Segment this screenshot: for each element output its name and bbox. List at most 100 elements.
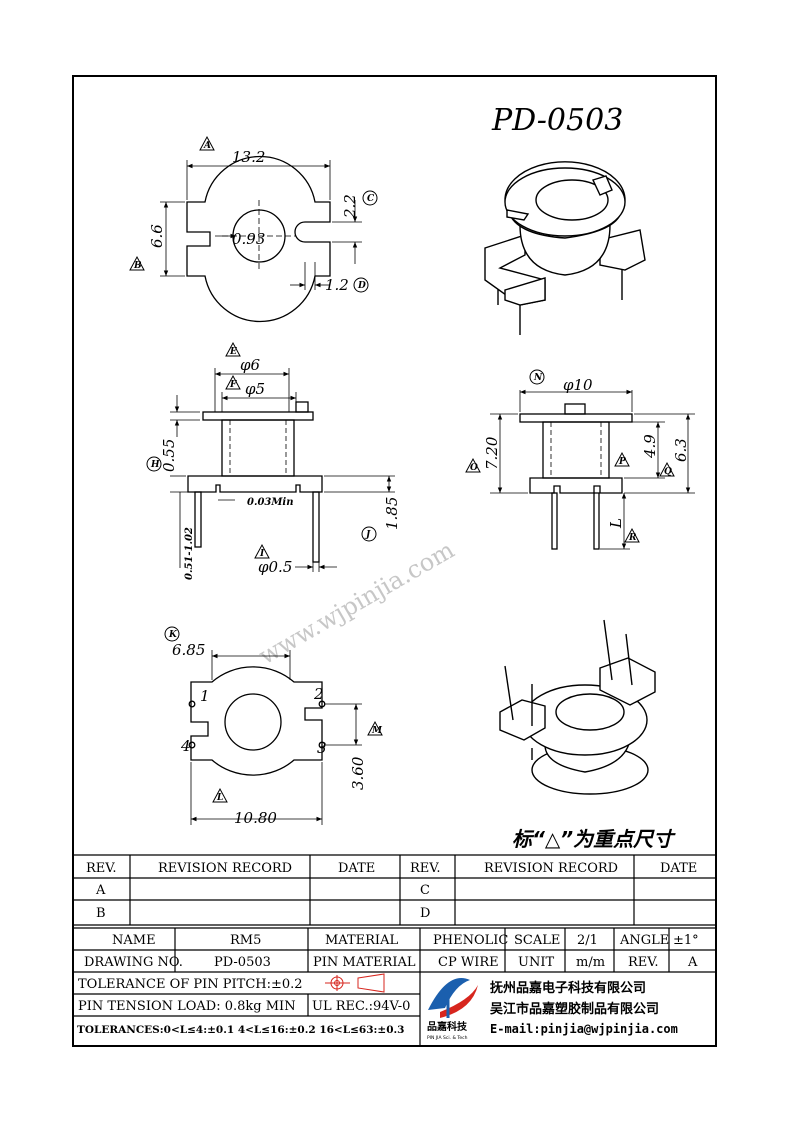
dim-top-slot: 2.2 [341,194,359,219]
sheet-border [72,75,717,1047]
dim-bottom-width: 10.80 [234,809,277,827]
marker-k: K [164,626,180,642]
rev-row-a: A [95,883,106,898]
marker-p: P [614,451,630,467]
logo-name: 品嘉科技 [427,1020,468,1033]
svg-text:K: K [168,630,178,640]
marker-j: J [361,526,377,542]
rev-row-d: D [420,906,430,921]
title-block [73,927,716,1046]
iso-view-top [484,161,646,335]
svg-text:M: M [371,726,383,736]
rev-value: A [687,955,698,970]
svg-text:O: O [470,463,478,473]
side-view [170,368,395,572]
angle-label: ANGLE [619,933,669,948]
svg-text:C: C [367,194,375,204]
company-logo [428,978,478,1018]
marker-c: C [362,190,378,206]
top-view [160,155,362,323]
marker-d: D [353,277,369,293]
svg-text:F: F [229,380,237,390]
unit-label: UNIT [518,955,554,970]
unit-value: m/m [576,955,605,970]
dim-front-pin-l: L [607,518,625,529]
drawing-no-value: PD-0503 [214,955,271,970]
marker-n: N [529,369,545,385]
name-label: NAME [112,933,156,948]
marker-o: O [465,457,481,473]
rev-header-4: REV. [410,861,441,876]
svg-text:Q: Q [664,467,672,477]
pin-2: 2 [313,685,324,703]
material-value: PHENOLIC [433,933,508,948]
svg-text:A: A [203,141,211,151]
drawing-title: PD-0503 [491,103,623,138]
svg-text:L: L [216,793,223,803]
ul-rec: UL REC.:94V-0 [312,999,410,1014]
dim-bottom-top: 6.85 [172,641,205,659]
dim-front-width: φ10 [563,376,593,394]
svg-text:I: I [259,549,265,559]
svg-text:N: N [533,373,543,383]
key-dimension-note: 标“△”为重点尺寸 [512,827,676,851]
svg-text:H: H [150,460,160,470]
tolerances: TOLERANCES:0<L≤4:±0.1 4<L≤16:±0.2 16<L≤6… [77,1024,404,1036]
dim-side-gap: 0.03Min [247,497,294,508]
material-label: MATERIAL [325,933,398,948]
pin-pitch-tolerance: TOLERANCE OF PIN PITCH:±0.2 [78,977,303,992]
marker-r: R [624,527,640,543]
marker-e: E [225,341,241,357]
pin-1: 1 [200,687,210,705]
svg-text:R: R [628,533,637,543]
pin-material-label: PIN MATERIAL [313,955,416,970]
rev-row-c: C [420,883,430,898]
dim-front-total-h: 7.20 [483,436,501,470]
company-email: E-mail:pinjia@wjpinjia.com [490,1022,678,1036]
company-2: 吴江市品嘉塑胶制品有限公司 [490,1001,659,1017]
pin-4: 4 [180,737,191,755]
pin-3: 3 [317,739,327,757]
dim-side-pin-len: 1.85 [383,497,401,530]
dim-side-pin-range: 0.51-1.02 [184,527,195,580]
marker-f: F [225,374,241,390]
dim-top-width: 13.2 [232,148,265,166]
name-value: RM5 [230,933,261,948]
watermark: www.wjpinjia.com [254,536,459,671]
marker-h: H [146,456,162,472]
company-1: 抚州品嘉电子科技有限公司 [490,980,646,996]
rev-row-b: B [96,906,106,921]
marker-m: M [367,720,383,736]
angle-value: ±1° [673,933,699,948]
iso-view-bottom [499,619,656,795]
marker-q: Q [659,461,675,477]
dim-side-flange: 0.55 [160,439,178,472]
scale-value: 2/1 [577,933,598,948]
svg-text:D: D [357,281,366,291]
dim-front-full-h: 6.3 [672,438,690,462]
rev-header-6: DATE [660,861,697,876]
front-view [490,389,695,550]
rev-header-2: REVISION RECORD [158,861,292,876]
revision-table [73,854,716,926]
dim-side-inner: φ5 [245,380,265,398]
dim-top-height: 6.6 [148,224,166,248]
marker-b: B [129,255,145,271]
projection-symbol [325,973,385,993]
marker-i: I [254,543,270,559]
marker-a: A [199,135,215,151]
dim-top-tab: 1.2 [325,276,349,294]
svg-text:E: E [229,347,237,357]
svg-text:J: J [364,530,371,540]
bottom-view [188,650,362,825]
dim-side-pin-dia: φ0.5 [258,558,292,576]
dim-top-hole: 0.93 [232,230,265,248]
dim-front-body-h: 4.9 [641,434,659,459]
rev-header-1: REV. [86,861,117,876]
rev-label: REV. [628,955,659,970]
svg-text:B: B [133,261,142,271]
dim-bottom-pitch: 3.60 [349,756,367,790]
scale-label: SCALE [514,933,560,948]
drawing-no-label: DRAWING NO. [84,955,183,970]
svg-text:P: P [618,457,626,467]
